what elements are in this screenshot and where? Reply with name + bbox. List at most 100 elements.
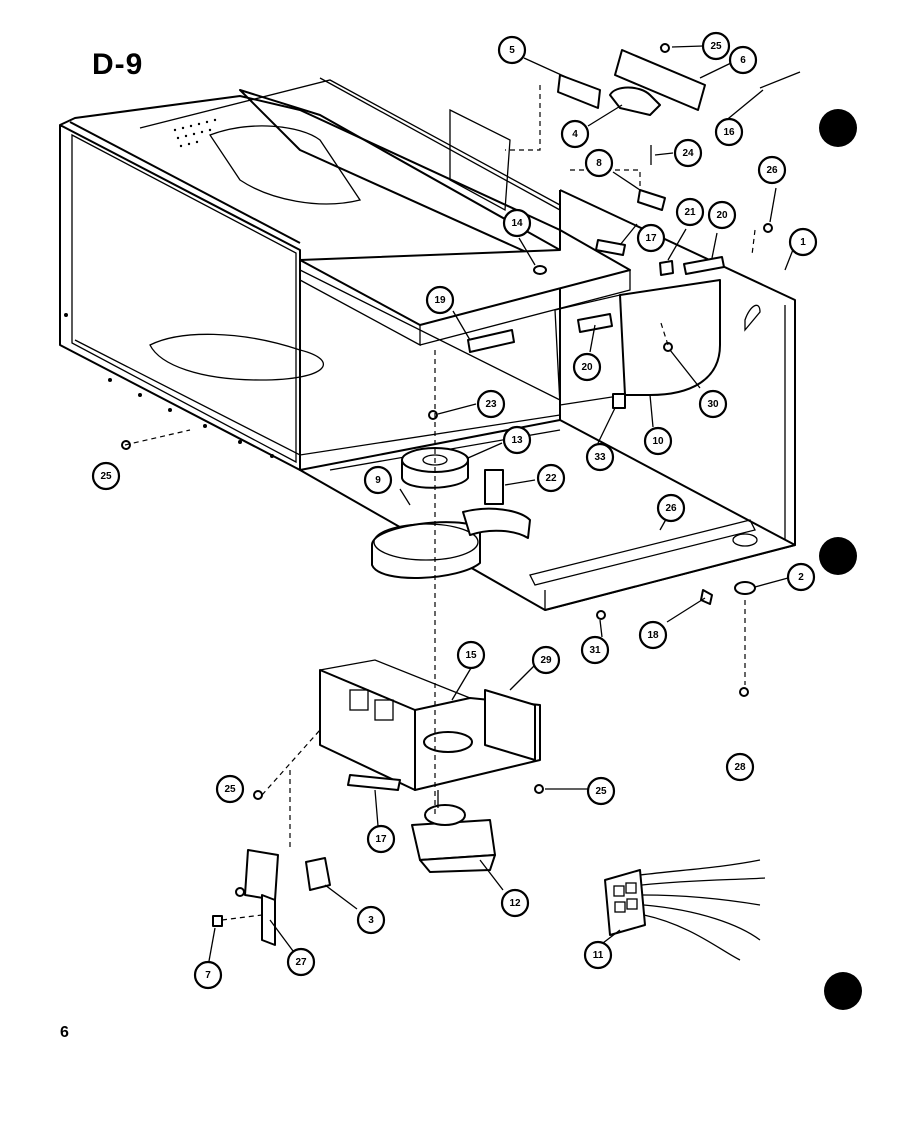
callout-number: 19 (434, 295, 446, 306)
callout-leaders (208, 45, 797, 962)
stirrer-assembly (371, 447, 531, 579)
callout-2: 2 (786, 562, 816, 592)
callout-circle (707, 200, 737, 230)
callout-17-b: 17 (366, 824, 396, 854)
callout-number: 6 (740, 55, 746, 66)
callout-number: 25 (710, 41, 722, 52)
callout-25-d: 25 (586, 776, 616, 806)
callout-number: 28 (734, 762, 746, 773)
callout-number: 25 (595, 786, 607, 797)
callout-circle (788, 227, 818, 257)
callout-number: 10 (652, 436, 664, 447)
callout-8: 8 (584, 148, 614, 178)
callout-circle (425, 285, 455, 315)
callout-circle (356, 905, 386, 935)
callout-number: 5 (509, 45, 515, 56)
callout-22: 22 (536, 463, 566, 493)
callout-33: 33 (585, 442, 615, 472)
callout-circle (502, 208, 532, 238)
callout-26-a: 26 (757, 155, 787, 185)
callout-circle (363, 465, 393, 495)
callout-number: 25 (100, 471, 112, 482)
callout-number: 22 (545, 473, 557, 484)
callout-6: 6 (728, 45, 758, 75)
callout-circle (193, 960, 223, 990)
callout-circle (500, 888, 530, 918)
callout-26-b: 26 (656, 493, 686, 523)
callout-circle (656, 493, 686, 523)
callout-4: 4 (560, 119, 590, 149)
callout-9: 9 (363, 465, 393, 495)
callout-15: 15 (456, 640, 486, 670)
callout-17-a: 17 (636, 223, 666, 253)
punch-hole (819, 109, 857, 147)
callout-14: 14 (502, 208, 532, 238)
callout-circle (536, 463, 566, 493)
callout-number: 20 (581, 362, 593, 373)
callout-number: 23 (485, 399, 497, 410)
callout-28: 28 (725, 752, 755, 782)
control-mounting-plate (299, 108, 631, 347)
callout-10: 10 (643, 426, 673, 456)
base-plate (299, 419, 796, 611)
callout-number: 30 (707, 399, 719, 410)
punch-hole (824, 972, 862, 1010)
callout-29: 29 (531, 645, 561, 675)
callout-24: 24 (673, 138, 703, 168)
callout-number: 1 (800, 237, 806, 248)
callout-11: 11 (583, 940, 613, 970)
callout-circle (675, 197, 705, 227)
callout-20-a: 20 (707, 200, 737, 230)
vent-holes (173, 118, 217, 148)
stirrer-motor (411, 790, 496, 873)
callout-circle (572, 352, 602, 382)
callout-7: 7 (193, 960, 223, 990)
callout-circle (638, 620, 668, 650)
callout-circle (497, 35, 527, 65)
callout-number: 2 (798, 572, 804, 583)
callout-circle (585, 442, 615, 472)
callout-circle (580, 635, 610, 665)
callout-number: 4 (572, 129, 578, 140)
small-parts-bottom (121, 440, 756, 946)
callout-21: 21 (675, 197, 705, 227)
diagram-title: D-9 (92, 48, 144, 81)
callout-number: 20 (716, 210, 728, 221)
callout-number: 15 (465, 650, 477, 661)
callout-number: 16 (723, 127, 735, 138)
callout-23: 23 (476, 389, 506, 419)
callout-25-b: 25 (91, 461, 121, 491)
callout-12: 12 (500, 888, 530, 918)
callout-25-c: 25 (215, 774, 245, 804)
callout-circle (584, 148, 614, 178)
callout-number: 12 (509, 898, 521, 909)
callout-number: 11 (593, 950, 604, 961)
callout-circle (728, 45, 758, 75)
callout-circle (698, 389, 728, 419)
callout-circle (636, 223, 666, 253)
callout-number: 8 (596, 158, 602, 169)
callout-circle (714, 117, 744, 147)
callout-number: 18 (647, 630, 659, 641)
callout-circle (586, 776, 616, 806)
callout-number: 9 (375, 475, 381, 486)
callout-1: 1 (788, 227, 818, 257)
callout-30: 30 (698, 389, 728, 419)
assembly-guides (124, 85, 756, 921)
callout-circle (286, 947, 316, 977)
callout-number: 3 (368, 915, 374, 926)
callout-circle (366, 824, 396, 854)
callout-number: 31 (589, 645, 601, 656)
callout-3: 3 (356, 905, 386, 935)
callout-circle (560, 119, 590, 149)
callout-19: 19 (425, 285, 455, 315)
callout-number: 33 (594, 452, 606, 463)
callout-number: 7 (205, 970, 211, 981)
callout-number: 13 (511, 435, 523, 446)
waveguide-cover (554, 279, 721, 406)
punch-hole (819, 537, 857, 575)
callout-circle (476, 389, 506, 419)
callout-number: 24 (682, 148, 694, 159)
